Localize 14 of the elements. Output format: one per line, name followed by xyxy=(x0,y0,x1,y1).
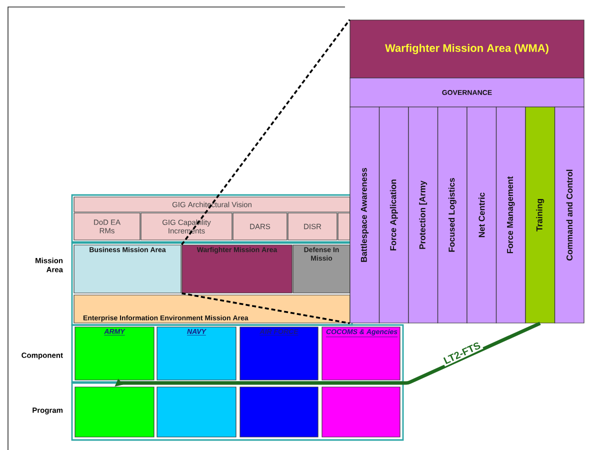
empty-box xyxy=(156,386,236,438)
label-box: Protection [Army xyxy=(408,106,438,324)
label-box: Training xyxy=(525,106,555,324)
empty-box xyxy=(322,386,400,438)
empty-box xyxy=(240,386,318,438)
label-box: Net Centric xyxy=(466,106,496,324)
label-box: Force Application xyxy=(379,106,409,324)
panel-title: Warfighter Mission Area (WMA) xyxy=(350,20,584,78)
label-box: Command and Control xyxy=(554,106,584,324)
label-box: Battlespace Awareness xyxy=(350,106,380,324)
label-box: Focused Logistics xyxy=(438,106,468,324)
empty-box xyxy=(74,386,154,438)
label-box: Force Management xyxy=(496,106,526,324)
empty-box xyxy=(338,212,350,240)
